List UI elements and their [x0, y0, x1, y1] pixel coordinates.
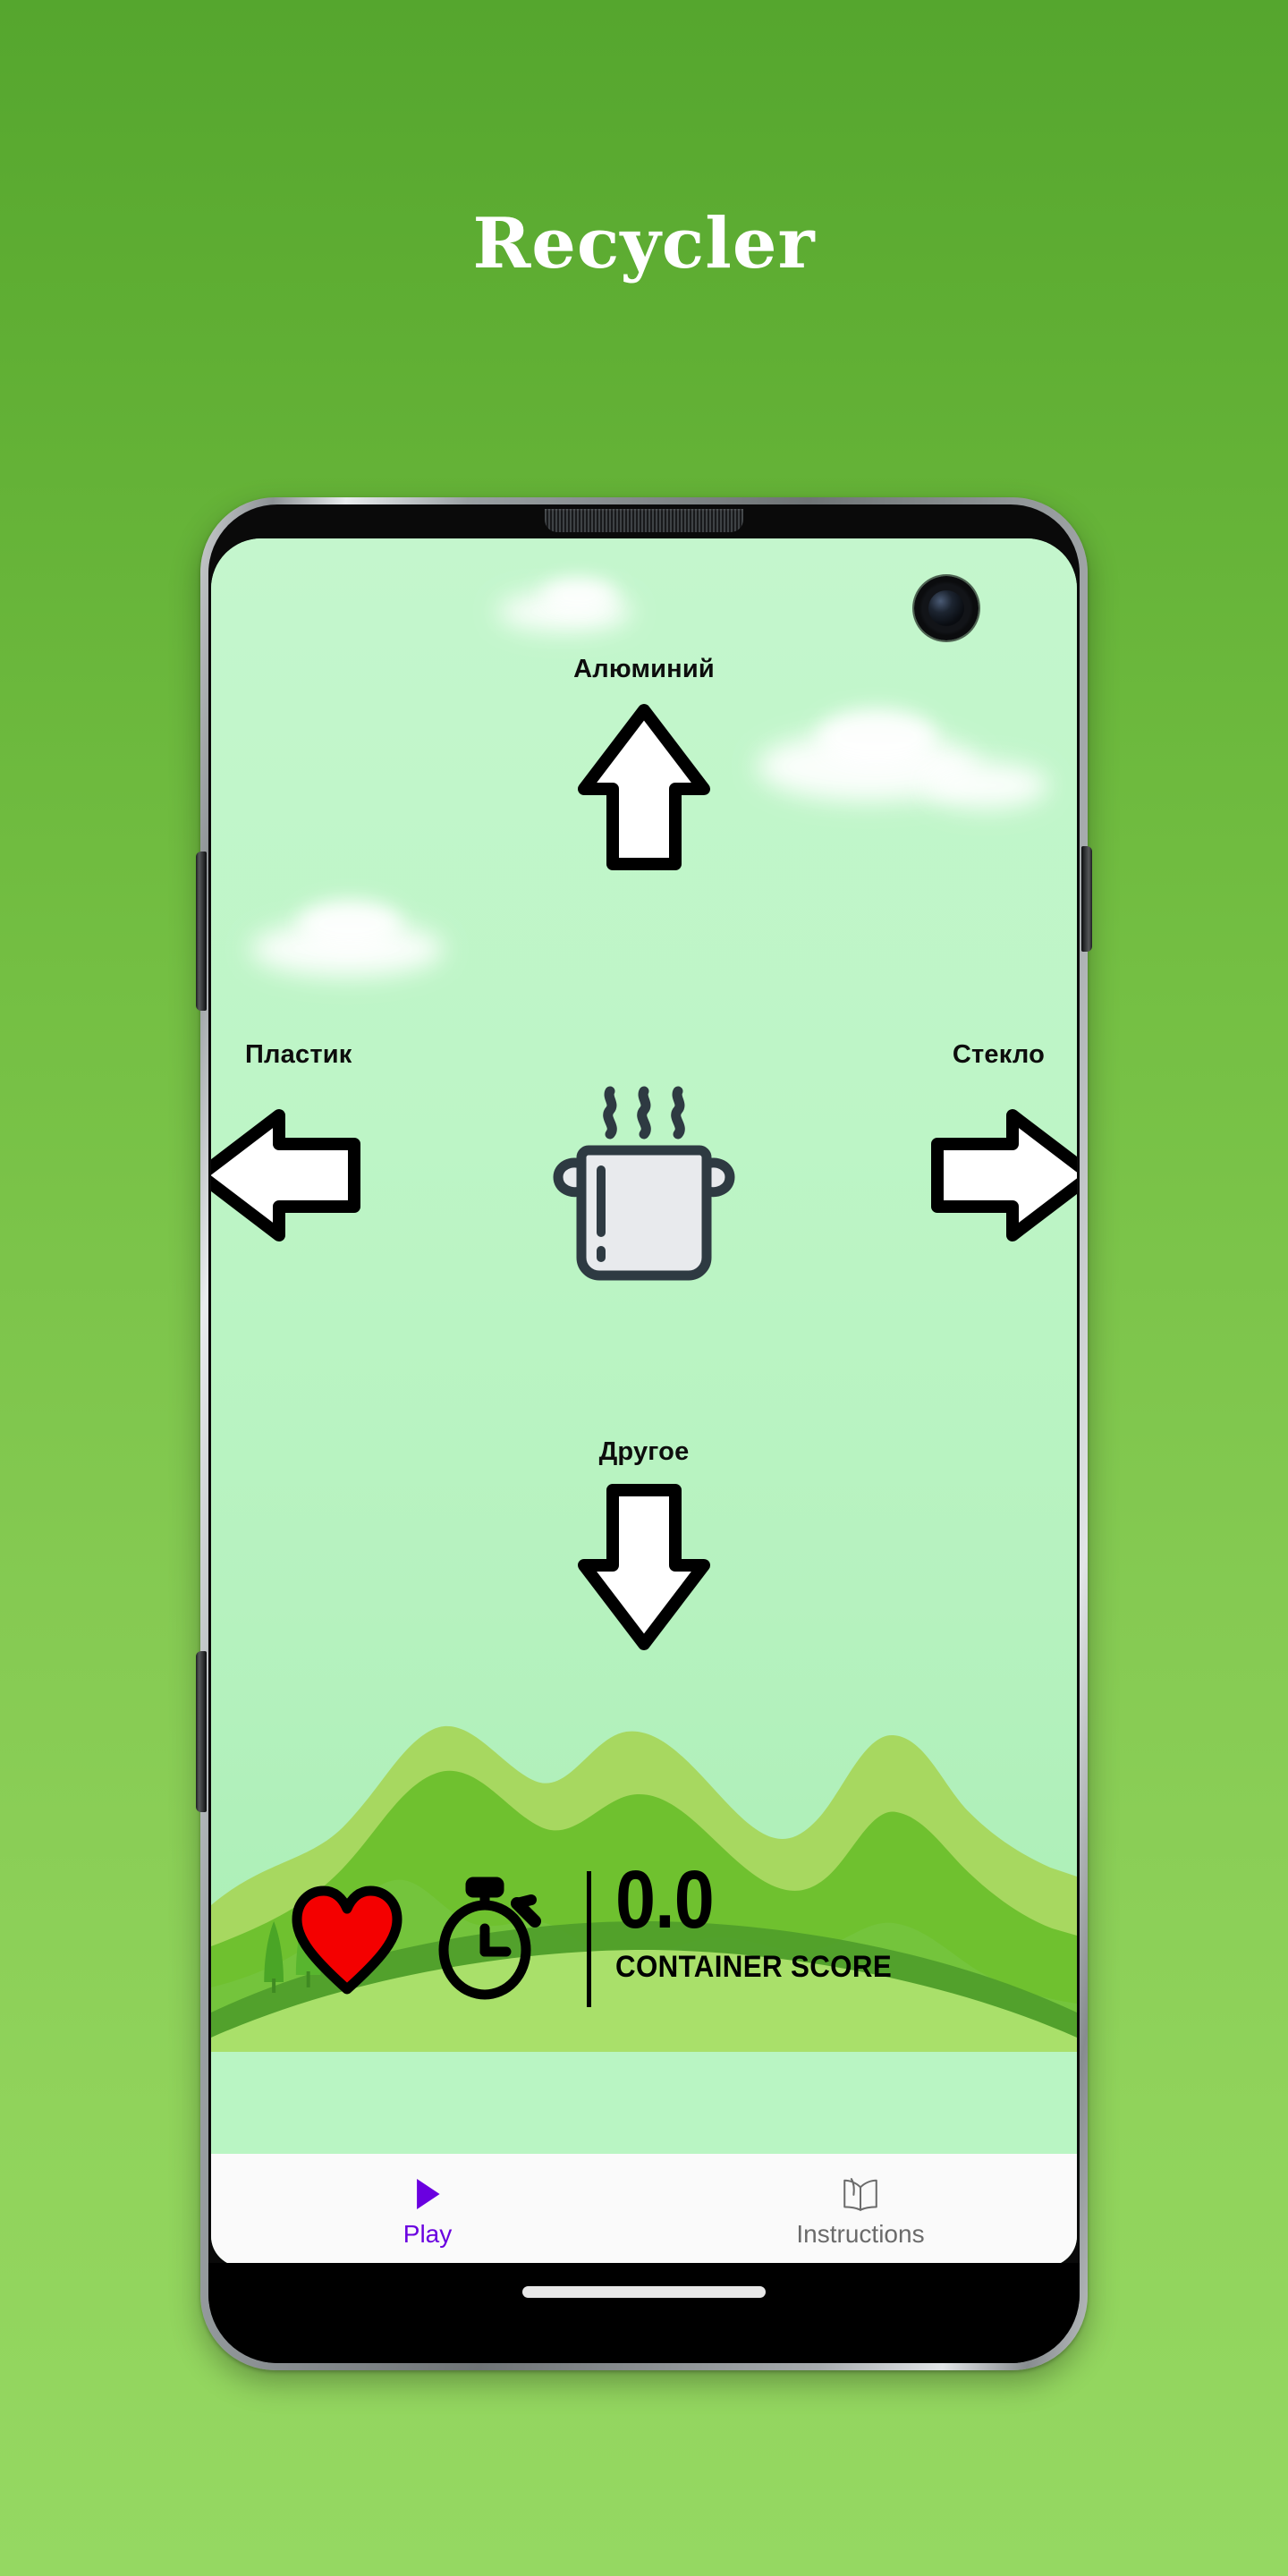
arrow-right-icon[interactable] — [928, 1108, 1077, 1242]
phone-body: Алюминий Пластик Стекло Другое — [208, 504, 1080, 2363]
open-book-icon — [841, 2174, 880, 2215]
arrow-left-icon[interactable] — [211, 1108, 361, 1242]
earpiece-speaker-icon — [545, 509, 743, 532]
nav-item-instructions[interactable]: Instructions — [644, 2154, 1077, 2267]
nav-label-instructions: Instructions — [796, 2220, 925, 2248]
nav-label-play: Play — [402, 2220, 453, 2248]
nav-item-play[interactable]: Play — [211, 2154, 644, 2267]
score-label: CONTAINER SCORE — [615, 1950, 893, 1985]
phone-mockup: Алюминий Пластик Стекло Другое — [196, 497, 1092, 2370]
stopwatch-icon — [431, 1875, 553, 2000]
direction-label-left: Пластик — [245, 1040, 352, 1069]
cloud-icon — [816, 708, 937, 766]
score-value: 0.0 — [615, 1854, 715, 1945]
cloud-icon — [923, 762, 1048, 809]
arrow-down-icon[interactable] — [577, 1481, 711, 1651]
page-title: Recycler — [472, 203, 816, 284]
phone-screen: Алюминий Пластик Стекло Другое — [211, 538, 1077, 2267]
hud-bar: 0.0 CONTAINER SCORE — [211, 1844, 1077, 2052]
volume-up-button[interactable] — [196, 852, 207, 1011]
direction-label-down: Другое — [598, 1437, 690, 1466]
home-indicator[interactable] — [522, 2286, 766, 2298]
camera-lens-icon — [928, 590, 964, 626]
power-button[interactable] — [1081, 846, 1092, 952]
cooking-pot-icon[interactable] — [547, 1084, 741, 1292]
bottom-navigation: Play Instructions — [211, 2154, 1077, 2267]
phone-bottom-area — [208, 2263, 1080, 2363]
game-area: Алюминий Пластик Стекло Другое — [211, 538, 1077, 2052]
cloud-icon — [540, 578, 617, 614]
arrow-up-icon[interactable] — [577, 701, 711, 871]
score-block: 0.0 CONTAINER SCORE — [615, 1854, 916, 1985]
cloud-icon — [297, 900, 402, 948]
landscape-illustration — [211, 1637, 1077, 2052]
volume-down-button[interactable] — [196, 1651, 207, 1812]
direction-label-up: Алюминий — [573, 655, 715, 683]
hud-divider — [587, 1871, 591, 2007]
front-camera-icon — [914, 576, 979, 640]
heart-icon — [288, 1884, 406, 1996]
direction-label-right: Стекло — [952, 1040, 1045, 1069]
play-triangle-icon — [412, 2174, 443, 2215]
